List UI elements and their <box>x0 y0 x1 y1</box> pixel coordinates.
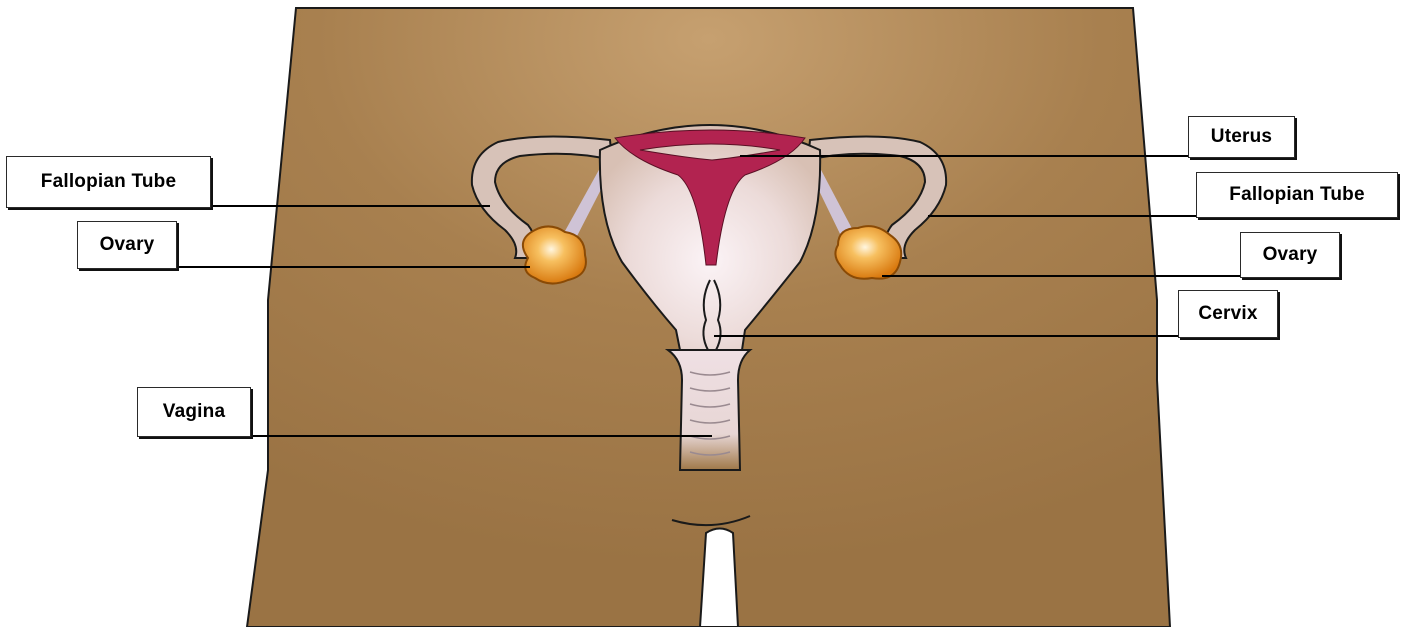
ovary-left-shape <box>523 226 586 283</box>
label-ovary-right: Ovary <box>1240 232 1340 278</box>
label-vagina: Vagina <box>137 387 251 437</box>
label-uterus: Uterus <box>1188 116 1295 158</box>
label-ovary-left: Ovary <box>77 221 177 269</box>
label-fallopian-tube-left: Fallopian Tube <box>6 156 211 208</box>
label-fallopian-tube-right: Fallopian Tube <box>1196 172 1398 218</box>
leg-gap <box>700 529 738 628</box>
label-cervix: Cervix <box>1178 290 1278 338</box>
